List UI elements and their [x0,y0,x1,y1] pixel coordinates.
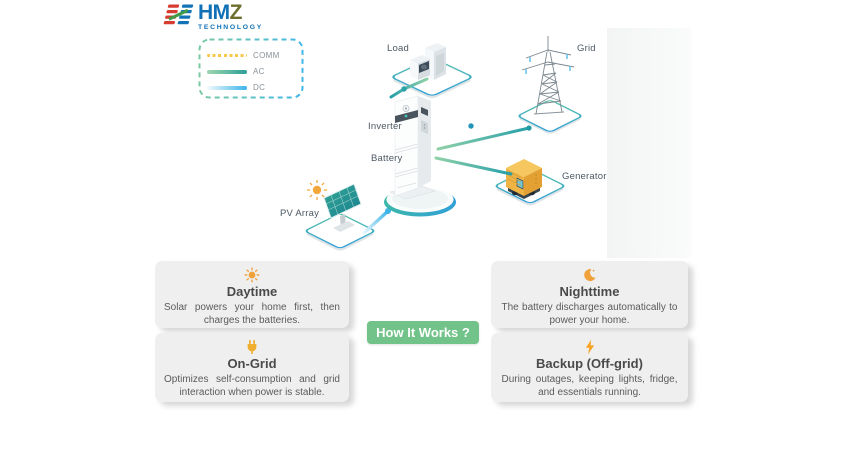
grid-tower [521,36,575,115]
card-title: Nighttime [559,284,620,299]
legend-border [198,38,304,99]
legend-panel: COMM AC DC [198,38,304,99]
panel-edge [607,28,691,258]
bolt-icon [582,339,598,355]
legend-label: DC [253,83,266,92]
sun-icon [306,179,328,201]
card-title: Daytime [226,284,278,299]
inverter-battery-tower [389,95,436,200]
ac-line-generator [434,156,513,176]
daytime-card: Daytime Solar powers your home first, th… [155,261,349,328]
legend-label: COMM [253,51,280,60]
connection-lines [362,77,532,235]
load-label: Load [387,43,409,54]
legend-row-comm: COMM [207,51,299,60]
legend-label: AC [253,67,265,76]
legend-row-ac: AC [207,67,299,76]
load-building [410,43,446,80]
legend-row-dc: DC [207,83,299,92]
card-body: Solar powers your home first, then charg… [164,302,340,326]
grid-label: Grid [577,43,596,54]
hmz-logo-icon [163,4,194,25]
card-body: During outages, keeping lights, fridge, … [501,374,678,398]
dc-line-pv [362,209,390,235]
inverter-label: Inverter [368,121,402,132]
ac-line-swatch [207,69,247,74]
logo-word: HMZ [198,1,243,24]
logo-subtitle: TECHNOLOGY [198,24,263,31]
pv-array-label: PV Array [280,208,320,219]
how-it-works-button[interactable]: How It Works ? [367,321,479,344]
ongrid-card: On-Grid Optimizes self-consumption and g… [155,333,349,402]
card-title: On-Grid [227,356,277,371]
sun-icon [244,267,260,283]
battery-label: Battery [371,153,403,164]
hmz-logo: HMZ TECHNOLOGY [162,2,263,32]
moon-icon [582,267,598,283]
pv-array [323,183,362,232]
ac-line-grid [436,126,531,151]
card-title: Backup (Off-grid) [536,356,643,371]
energy-system-diagram [305,36,582,251]
card-body: Optimizes self-consumption and grid inte… [164,374,340,398]
grid-platform [518,100,582,134]
card-body: The battery discharges automatically to … [501,302,678,326]
plug-icon [244,339,260,355]
nighttime-card: Nighttime The battery discharges automat… [491,261,688,328]
dc-line-swatch [207,85,247,90]
generator-label: Generator [562,171,607,182]
backup-card: Backup (Off-grid) During outages, keepin… [491,333,688,402]
comm-line-swatch [207,54,247,57]
